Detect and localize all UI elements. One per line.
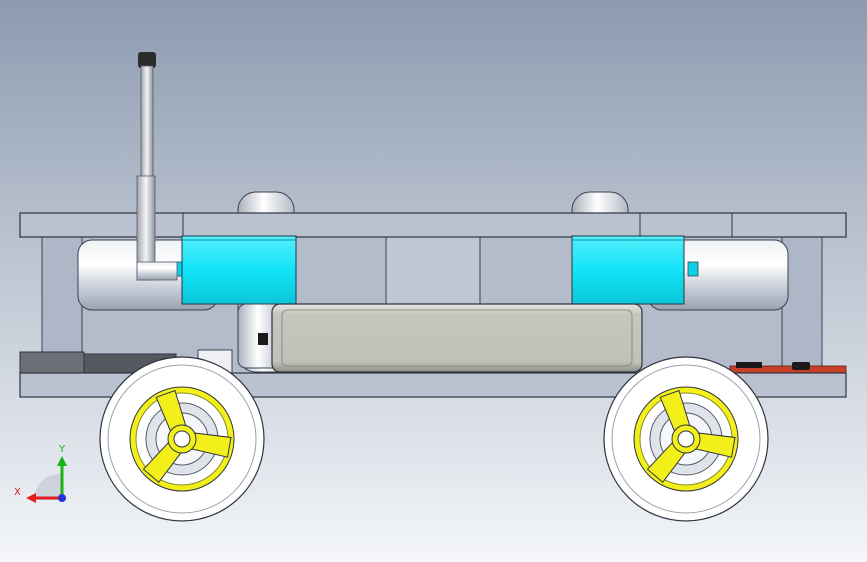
antenna-cap [138,52,156,68]
x-axis-label: X [14,487,21,498]
antenna [136,52,178,281]
triad-plane [33,473,62,500]
z-axis-dot [58,494,66,502]
wheel-right [603,356,769,522]
x-axis-arrowhead [26,493,36,503]
gearbox-right [571,235,685,305]
top-plate [19,212,847,238]
y-axis-label: Y [58,444,66,455]
view-triad[interactable]: Y X [14,444,67,503]
gearbox-left [181,235,297,305]
wheel-left [99,356,265,522]
y-axis-arrowhead [57,456,67,466]
battery-pack [271,303,643,373]
